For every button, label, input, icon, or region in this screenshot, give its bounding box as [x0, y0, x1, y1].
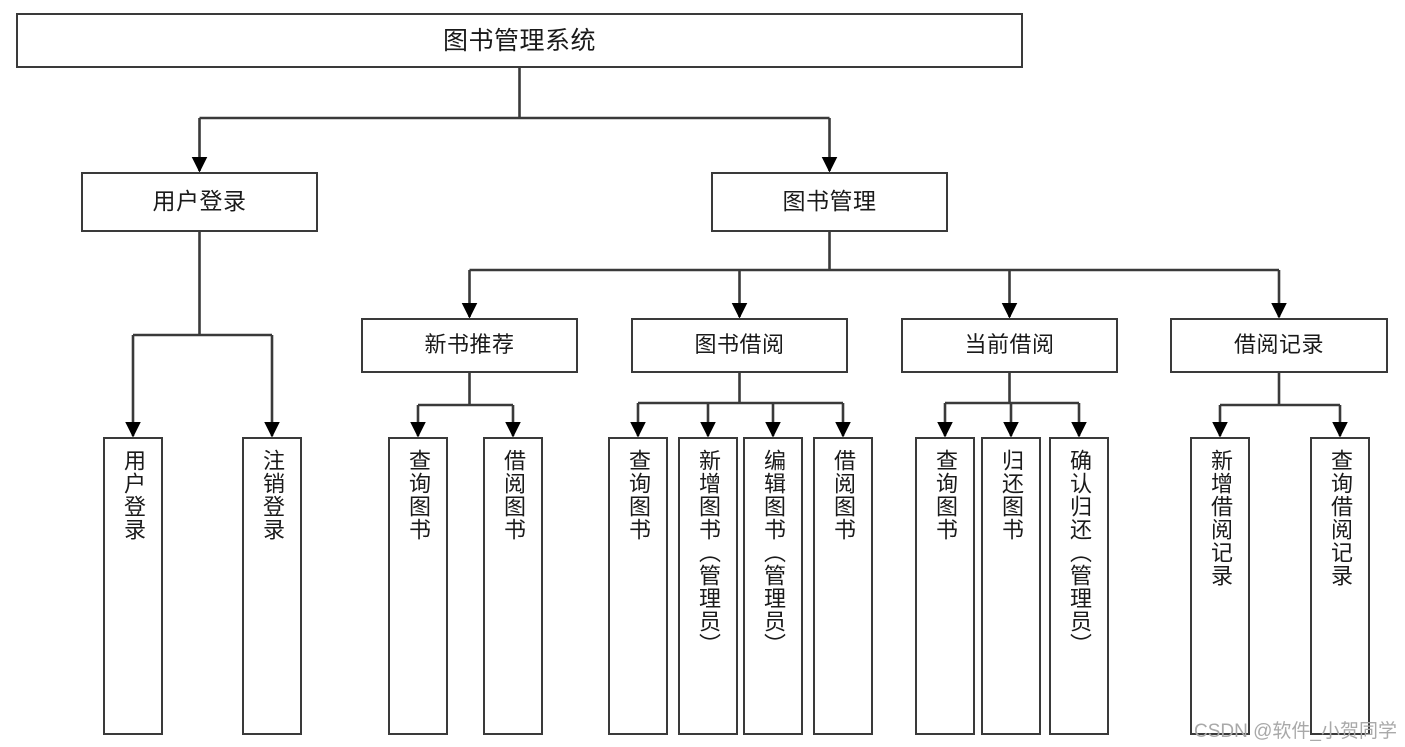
node-label-user-login: 用户登录 [152, 188, 247, 215]
node-leaf-rec-query[interactable]: 查询图书 [388, 437, 448, 735]
node-leaf-cb-confirm[interactable]: 确认归还（管理员） [1049, 437, 1109, 735]
node-label-borrow-record: 借阅记录 [1233, 332, 1324, 358]
node-label-leaf-cb-return: 归还图书 [998, 449, 1024, 541]
node-leaf-bb-query[interactable]: 查询图书 [608, 437, 668, 735]
node-label-book-manage: 图书管理 [782, 188, 877, 215]
node-label-leaf-bb-edit: 编辑图书（管理员） [760, 449, 786, 656]
node-label-new-book-rec: 新书推荐 [424, 332, 515, 358]
node-leaf-cb-return[interactable]: 归还图书 [981, 437, 1041, 735]
node-label-leaf-bb-query: 查询图书 [625, 449, 651, 541]
node-leaf-br-add[interactable]: 新增借阅记录 [1190, 437, 1250, 735]
node-new-book-rec[interactable]: 新书推荐 [361, 318, 578, 373]
node-leaf-br-query[interactable]: 查询借阅记录 [1310, 437, 1370, 735]
node-label-current-borrow: 当前借阅 [964, 332, 1055, 358]
node-leaf-bb-edit[interactable]: 编辑图书（管理员） [743, 437, 803, 735]
node-label-leaf-bb-borrow: 借阅图书 [830, 449, 856, 541]
node-label-leaf-br-query: 查询借阅记录 [1327, 449, 1353, 587]
node-leaf-cb-query[interactable]: 查询图书 [915, 437, 975, 735]
node-borrow-record[interactable]: 借阅记录 [1170, 318, 1388, 373]
node-label-leaf-br-add: 新增借阅记录 [1207, 449, 1233, 587]
node-leaf-bb-borrow[interactable]: 借阅图书 [813, 437, 873, 735]
node-leaf-rec-borrow[interactable]: 借阅图书 [483, 437, 543, 735]
node-label-leaf-user-logout: 注销登录 [259, 449, 285, 541]
node-label-leaf-cb-confirm: 确认归还（管理员） [1066, 449, 1092, 656]
node-leaf-user-login[interactable]: 用户登录 [103, 437, 163, 735]
node-label-leaf-rec-query: 查询图书 [405, 449, 431, 541]
node-current-borrow[interactable]: 当前借阅 [901, 318, 1118, 373]
node-book-borrow[interactable]: 图书借阅 [631, 318, 848, 373]
node-label-leaf-user-login: 用户登录 [120, 449, 146, 541]
node-leaf-bb-add[interactable]: 新增图书（管理员） [678, 437, 738, 735]
node-label-book-borrow: 图书借阅 [694, 332, 785, 358]
node-root[interactable]: 图书管理系统 [16, 13, 1023, 68]
node-label-leaf-rec-borrow: 借阅图书 [500, 449, 526, 541]
node-label-root: 图书管理系统 [442, 26, 596, 55]
node-book-manage[interactable]: 图书管理 [711, 172, 948, 232]
node-label-leaf-cb-query: 查询图书 [932, 449, 958, 541]
node-leaf-user-logout[interactable]: 注销登录 [242, 437, 302, 735]
node-user-login[interactable]: 用户登录 [81, 172, 318, 232]
node-label-leaf-bb-add: 新增图书（管理员） [695, 449, 721, 656]
